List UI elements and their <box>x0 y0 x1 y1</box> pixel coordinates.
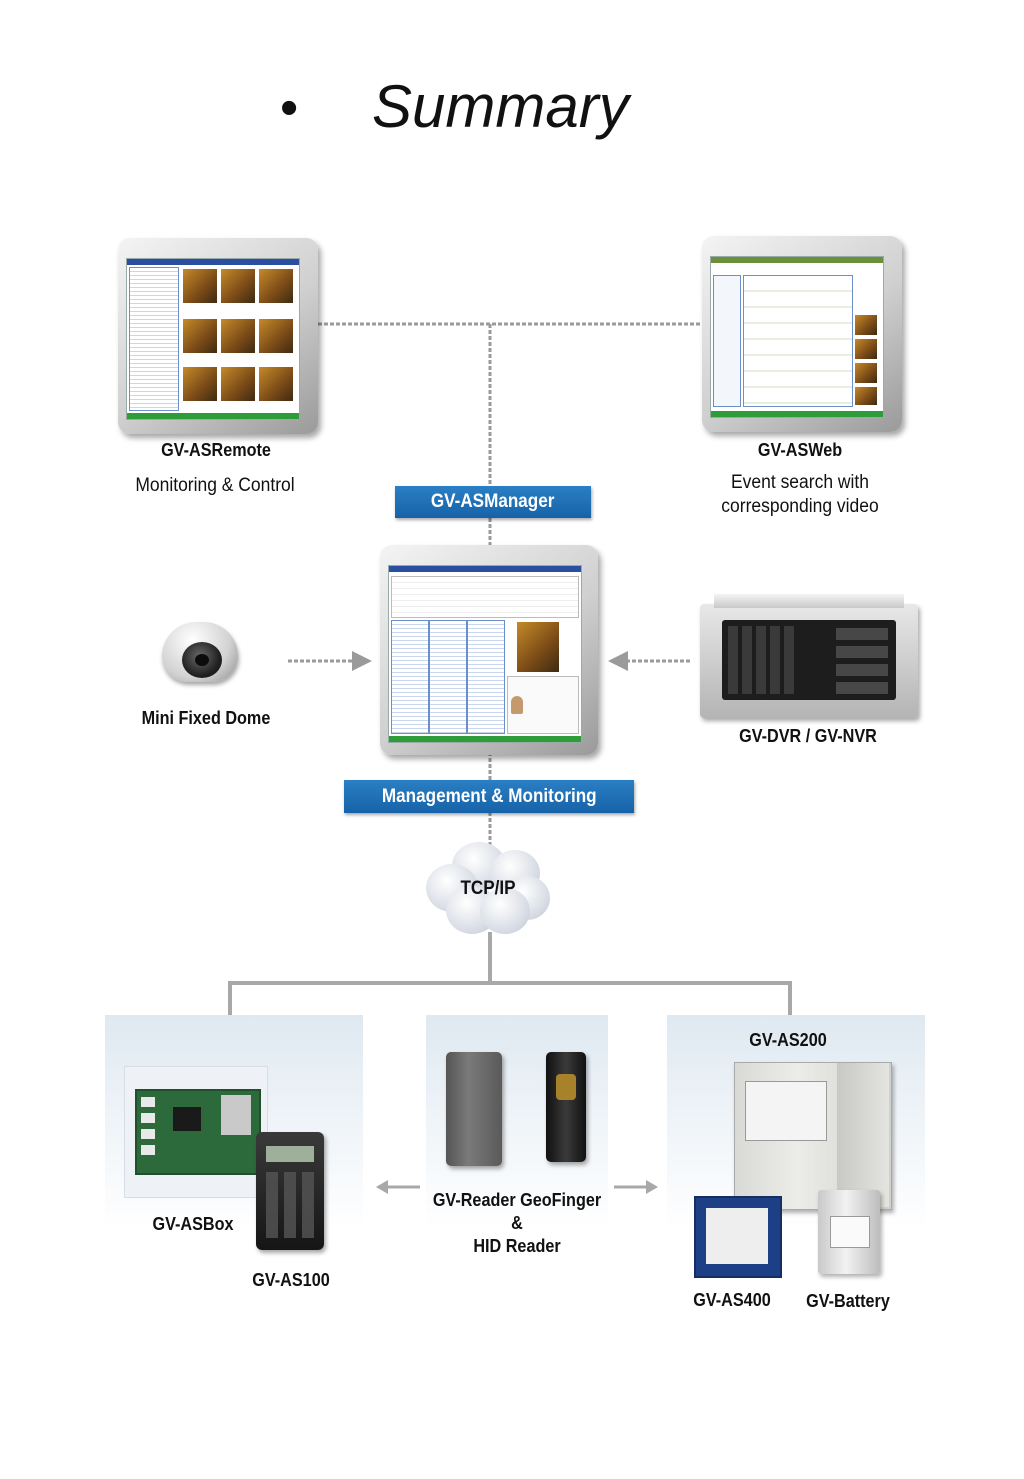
as100-label: GV-AS100 <box>252 1270 330 1290</box>
gv-battery-image <box>818 1190 880 1274</box>
asweb-label: GV-ASWeb <box>757 440 843 460</box>
gv-battery-label: GV-Battery <box>806 1291 890 1311</box>
as400-board-image <box>694 1196 782 1278</box>
as400-label: GV-AS400 <box>693 1290 771 1310</box>
asremote-description: Monitoring & Control <box>135 475 295 496</box>
tcpip-cloud-image <box>424 842 552 936</box>
dvr-nvr-label: GV-DVR / GV-NVR <box>739 726 877 746</box>
asbox-label: GV-ASBox <box>152 1214 234 1234</box>
asremote-label: GV-ASRemote <box>161 440 271 460</box>
title-bullet: • <box>280 79 299 137</box>
asweb-monitor-image <box>702 236 902 432</box>
management-banner-label: Management & Monitoring <box>381 786 597 807</box>
asmanager-banner-label: GV-ASManager <box>431 491 555 512</box>
connector-bus <box>228 981 792 1015</box>
mini-fixed-dome-image <box>162 618 238 690</box>
page-title: Summary <box>372 73 629 140</box>
asmanager-banner: GV-ASManager <box>395 486 591 518</box>
management-banner: Management & Monitoring <box>344 780 634 813</box>
arrow-head-dvr <box>608 651 628 671</box>
as200-label: GV-AS200 <box>749 1030 827 1050</box>
tcpip-label: TCP/IP <box>460 878 516 899</box>
arrow-left-head <box>376 1180 388 1194</box>
asweb-screen <box>710 256 884 418</box>
mini-fixed-dome-label: Mini Fixed Dome <box>141 708 271 728</box>
asremote-screen <box>126 258 300 420</box>
arrow-head-dome <box>352 651 372 671</box>
as100-keypad-image <box>256 1132 324 1250</box>
as200-cabinet-image <box>734 1062 892 1210</box>
asremote-monitor-image <box>118 238 318 434</box>
asmanager-monitor-image <box>380 545 598 755</box>
arrow-right-head <box>646 1180 658 1194</box>
asmanager-screen <box>388 565 582 743</box>
readers-label-line2: & <box>511 1213 523 1233</box>
gv-reader-image <box>446 1052 502 1166</box>
asweb-description-line2: corresponding video <box>721 496 879 517</box>
dvr-nvr-image <box>700 590 918 730</box>
asbox-board-image <box>124 1066 268 1198</box>
readers-label-line3: HID Reader <box>473 1236 561 1256</box>
readers-label-line1: GV-Reader GeoFinger <box>432 1190 602 1210</box>
asweb-description-line1: Event search with <box>731 472 869 493</box>
geofinger-image <box>546 1052 586 1162</box>
